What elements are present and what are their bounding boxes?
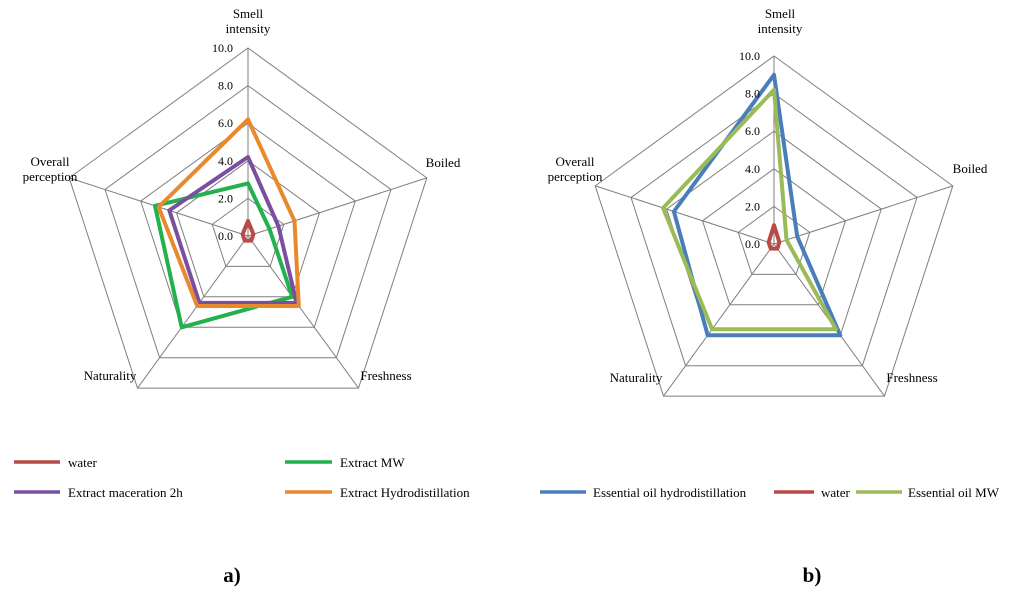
tick-label: 8.0 bbox=[218, 79, 233, 93]
series-line-essential-oil-hydrodistillation bbox=[671, 72, 843, 338]
tick-label: 2.0 bbox=[218, 191, 233, 205]
axis-spoke bbox=[247, 235, 359, 389]
tick-label: 0.0 bbox=[218, 229, 233, 243]
legend-entry: water bbox=[68, 455, 98, 470]
axis-label-naturality: Naturality bbox=[610, 370, 663, 385]
axis-spoke bbox=[773, 185, 953, 245]
legend-entry: Extract MW bbox=[340, 455, 405, 470]
series-line-extract-mw bbox=[153, 181, 295, 330]
series-line-water bbox=[766, 223, 782, 251]
tick-label: 8.0 bbox=[745, 87, 760, 101]
legend: Essential oil hydrodistillation water Esse… bbox=[540, 485, 1000, 500]
grid-ring bbox=[594, 55, 954, 397]
series-line-water bbox=[240, 219, 256, 243]
axis-spoke bbox=[595, 185, 775, 245]
legend-entry: Extract maceration 2h bbox=[68, 485, 183, 500]
panel-label: b) bbox=[803, 563, 822, 587]
tick-label: 10.0 bbox=[212, 41, 233, 55]
legend: water Extract MW Extract maceration 2h Extr… bbox=[14, 455, 470, 500]
grid-ring bbox=[140, 122, 356, 328]
series-line-extract-maceration-2h bbox=[167, 155, 299, 305]
axis-label-boiled: Boiled bbox=[426, 155, 461, 170]
axis-label-freshness: Freshness bbox=[360, 368, 411, 383]
axis-spoke bbox=[247, 177, 427, 237]
grid-ring bbox=[737, 205, 811, 275]
tick-label: 6.0 bbox=[218, 116, 233, 130]
grid-ring bbox=[104, 84, 392, 359]
tick-label: 0.0 bbox=[745, 237, 760, 251]
grid bbox=[68, 47, 428, 389]
tick-label: 6.0 bbox=[745, 124, 760, 138]
grid-ring bbox=[175, 160, 321, 298]
grid-ring bbox=[68, 47, 428, 389]
axis-label-freshness: Freshness bbox=[886, 370, 937, 385]
grid-ring bbox=[630, 92, 918, 367]
tick-label: 10.0 bbox=[739, 49, 760, 63]
axis-spoke bbox=[137, 235, 249, 389]
tick-label: 2.0 bbox=[745, 199, 760, 213]
tick-labels: 0.0 2.0 4.0 6.0 8.0 10.0 bbox=[212, 41, 233, 243]
grid-ring bbox=[701, 168, 847, 306]
series-line-essential-oil-mw bbox=[661, 87, 838, 332]
tick-label: 4.0 bbox=[745, 162, 760, 176]
legend-entry: Extract Hydrodistillation bbox=[340, 485, 470, 500]
legend-entry: Essential oil MW bbox=[908, 485, 1000, 500]
axis-label-naturality: Naturality bbox=[84, 368, 137, 383]
legend-entry: water bbox=[821, 485, 851, 500]
legend-entry: Essential oil hydrodistillation bbox=[593, 485, 747, 500]
tick-label: 4.0 bbox=[218, 154, 233, 168]
panel-label: a) bbox=[223, 563, 241, 587]
axis-label-boiled: Boiled bbox=[953, 161, 988, 176]
series-line-extract-hydrodistillation bbox=[156, 117, 301, 308]
tick-labels: 0.0 2.0 4.0 6.0 8.0 10.0 bbox=[739, 49, 760, 251]
axis-spoke bbox=[663, 243, 775, 397]
